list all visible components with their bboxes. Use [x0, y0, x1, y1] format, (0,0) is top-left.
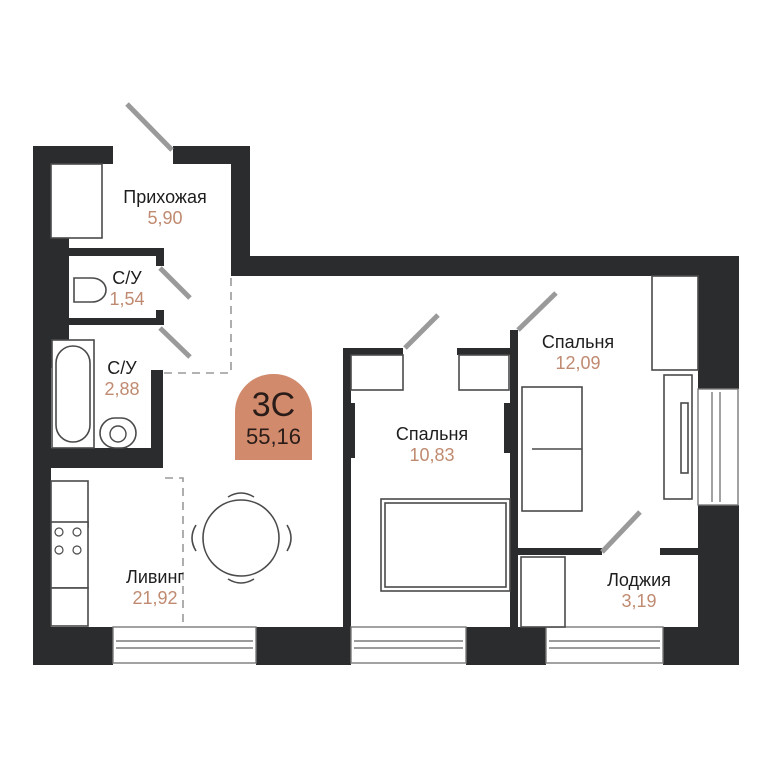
room-area: 12,09	[555, 353, 601, 373]
stove-icon	[50, 521, 89, 589]
furniture	[50, 163, 699, 628]
dining-table-icon	[202, 499, 280, 577]
room-loggia: Лоджия 3,19	[607, 570, 671, 612]
wardrobe-bedroom1	[350, 354, 404, 391]
room-name: Спальня	[541, 332, 615, 352]
wardrobe	[50, 163, 103, 239]
apartment-type: 3С	[251, 386, 296, 424]
zone-line-hall	[164, 278, 232, 374]
room-bedroom-1: Спальня 10,83	[396, 424, 468, 466]
room-bedroom-2: Спальня 12,09	[542, 332, 614, 374]
room-name: Прихожая	[123, 187, 207, 207]
room-wc-1: С/У 1,54	[109, 268, 144, 310]
room-bathroom: С/У 2,88	[104, 358, 139, 400]
wardrobe-bedroom2	[458, 354, 510, 391]
room-name: С/У	[107, 358, 137, 378]
doors	[125, 102, 642, 554]
zone-line-kitchen	[165, 477, 184, 625]
room-area: 5,90	[147, 208, 183, 228]
room-name: Лоджия	[607, 570, 671, 590]
room-area: 2,88	[104, 379, 140, 399]
bathtub-icon	[55, 345, 91, 443]
desk-bedroom	[651, 275, 699, 371]
toilet-icon	[73, 277, 107, 303]
walls	[33, 146, 739, 665]
apartment-badge: 3С 55,16	[235, 374, 312, 460]
desk-loggia	[520, 556, 566, 628]
room-area: 21,92	[132, 588, 178, 608]
apartment-total-area: 55,16	[245, 424, 302, 449]
sink-icon	[99, 417, 137, 449]
kitchen-sink	[50, 480, 89, 528]
fridge	[50, 587, 89, 627]
room-name: Ливинг	[126, 567, 184, 587]
room-area: 10,83	[409, 445, 455, 465]
room-name: Спальня	[395, 424, 469, 444]
room-name: С/У	[112, 268, 142, 288]
room-living: Ливинг 21,92	[126, 567, 184, 609]
room-area: 1,54	[109, 289, 145, 309]
room-hallway: Прихожая 5,90	[123, 187, 206, 229]
windows	[112, 388, 739, 664]
room-area: 3,19	[621, 591, 657, 611]
